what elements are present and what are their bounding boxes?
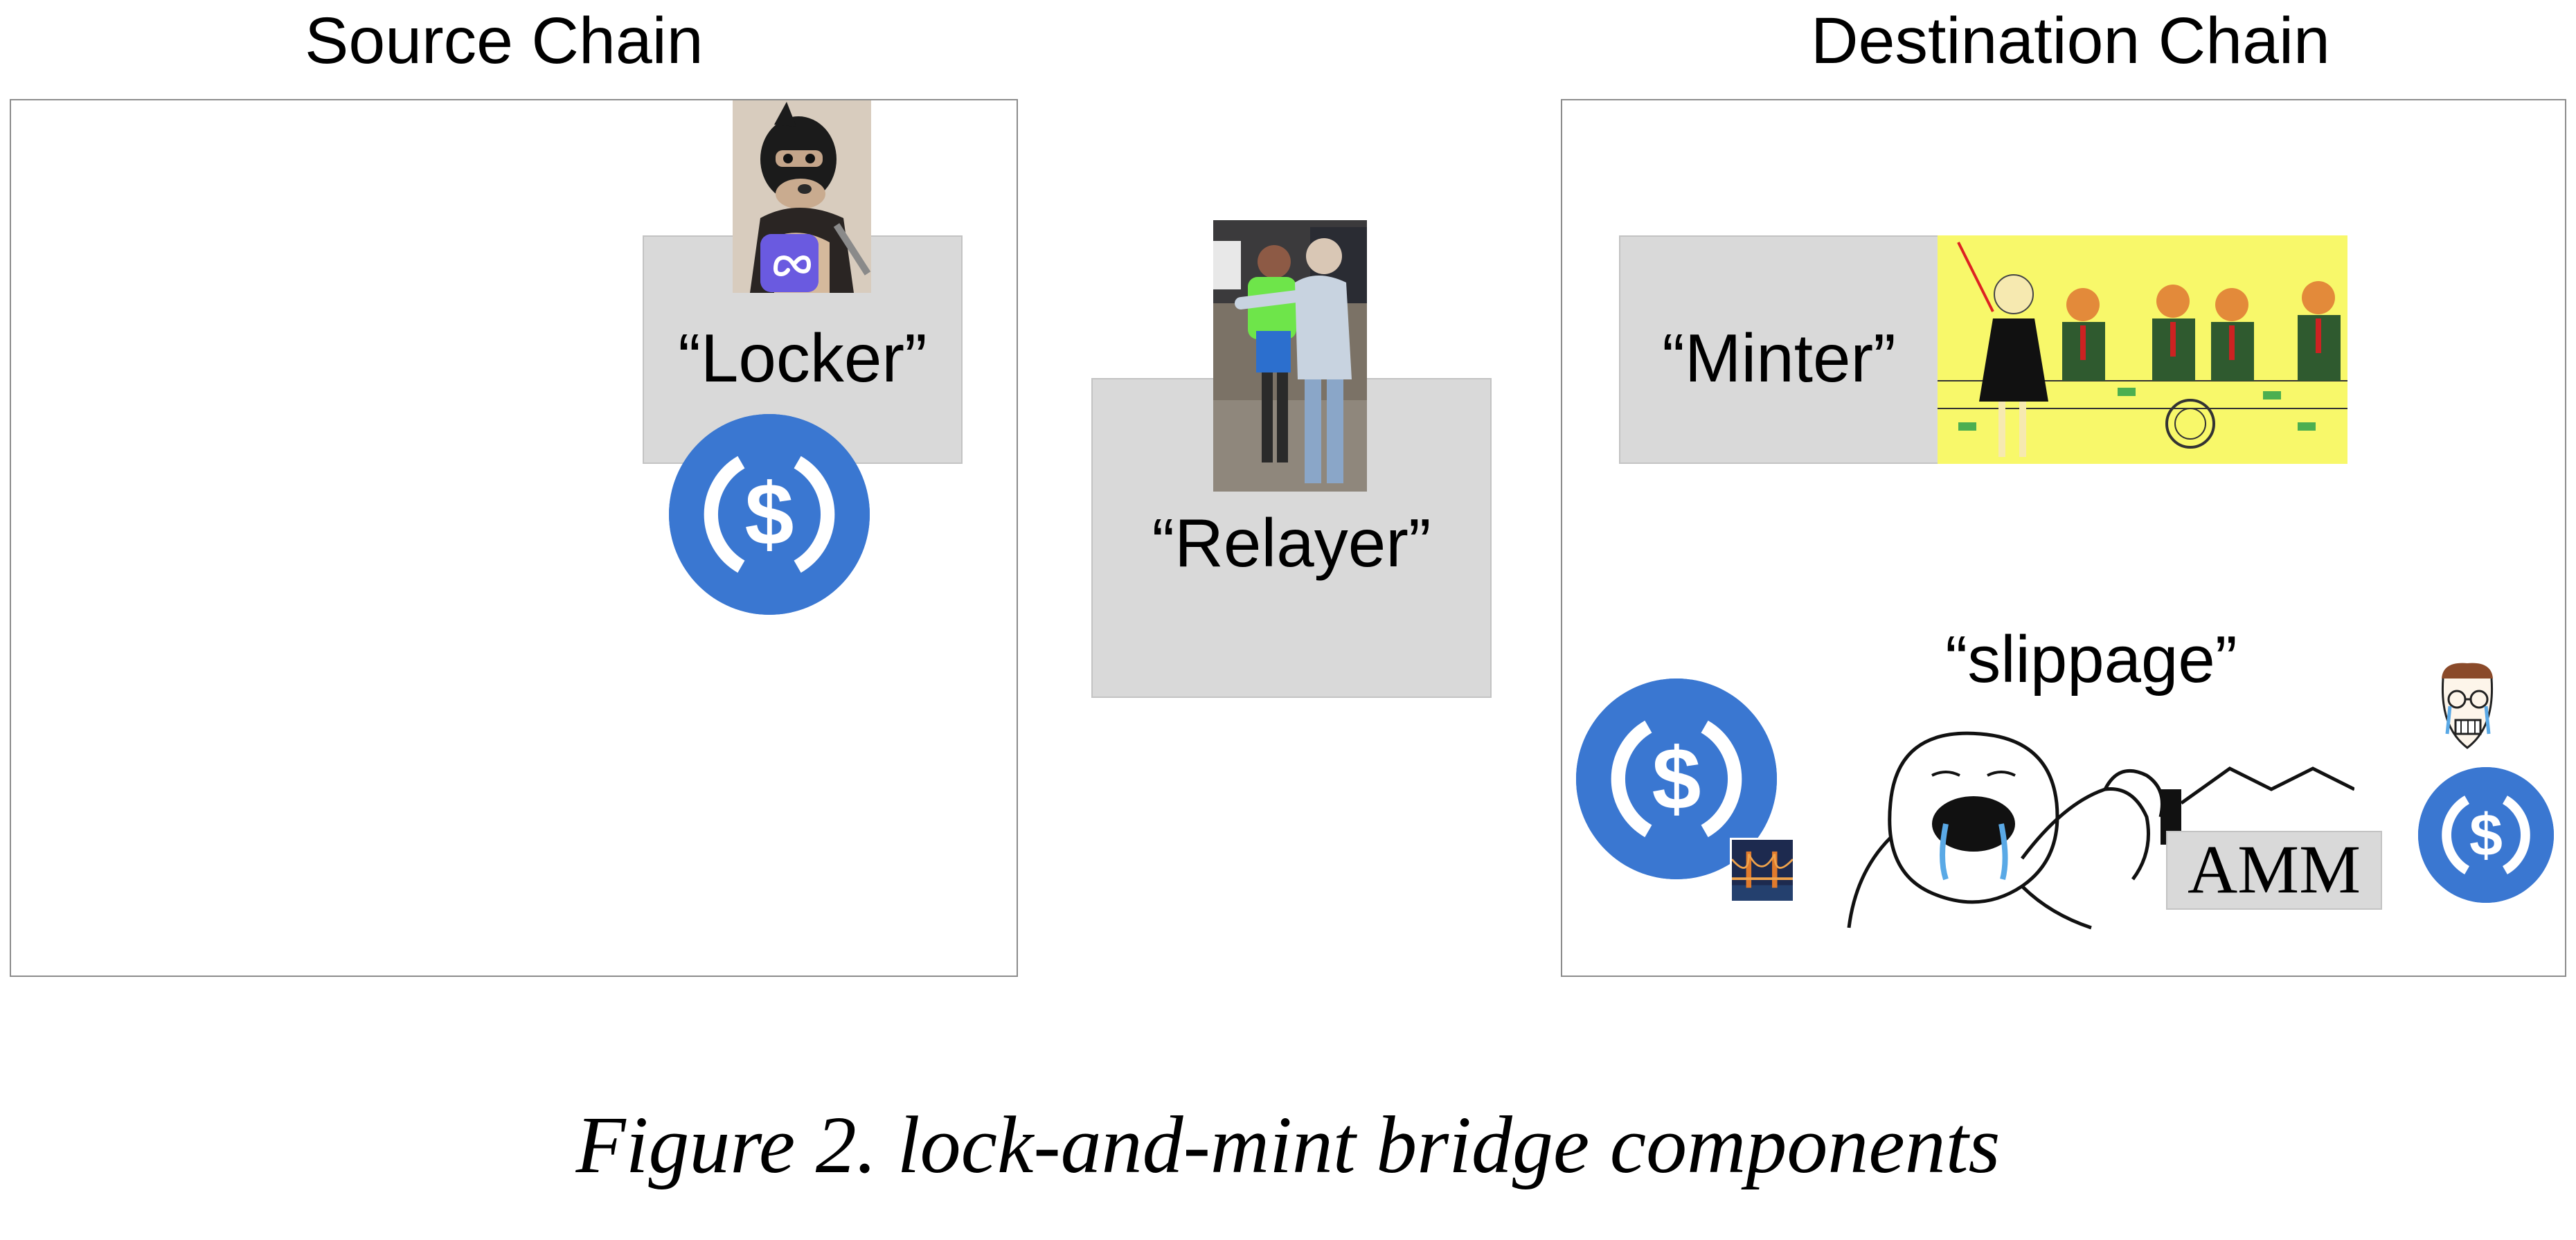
relayer-photo (1213, 220, 1367, 492)
amm-box (2166, 831, 2382, 910)
destination-chain-title: Destination Chain (1811, 4, 2330, 78)
bridged-usdc-coin-icon: $ (1576, 679, 1777, 879)
locker-label: “Locker” (678, 320, 927, 396)
slippage-label: “slippage” (1945, 622, 2237, 697)
small-usdc-coin-icon: $ (2418, 767, 2554, 903)
nerd-face-drawing (2429, 658, 2505, 769)
minter-label: “Minter” (1662, 320, 1896, 396)
source-chain-title: Source Chain (305, 4, 704, 78)
infinity-link-icon (760, 234, 819, 292)
golden-gate-bridge-icon (1730, 838, 1795, 903)
svg-text:$: $ (2469, 802, 2503, 868)
svg-text:$: $ (1652, 730, 1701, 829)
amm-label: AMM (2187, 831, 2361, 908)
usdc-coin-icon: $ (669, 414, 870, 615)
money-printer-panel (1938, 235, 2347, 464)
svg-text:$: $ (745, 465, 794, 564)
figure-caption: Figure 2. lock-and-mint bridge component… (575, 1099, 2001, 1190)
minter-box (1619, 235, 1939, 464)
relayer-label: “Relayer” (1152, 505, 1431, 581)
